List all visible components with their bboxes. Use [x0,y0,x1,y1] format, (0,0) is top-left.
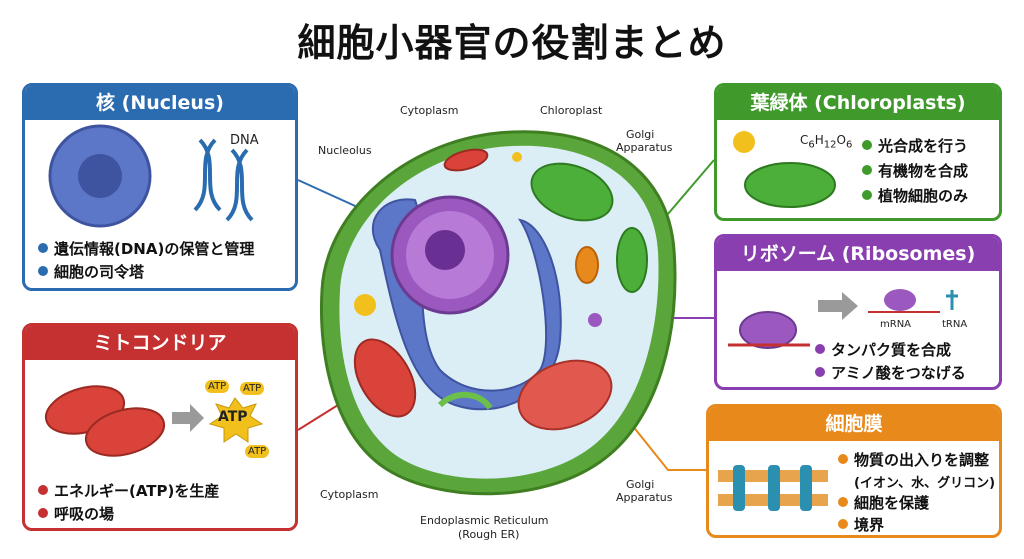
atp-small-label-2: ATP [240,382,265,395]
bullet-dot [38,266,48,276]
label-cytoplasm-top: Cytoplasm [400,104,459,117]
dna-label: DNA [230,133,259,148]
bullet-dot [862,190,872,200]
bullet-dot [838,454,848,464]
nucleus-bullet-1-text: 遺伝情報(DNA)の保管と管理 [54,240,255,258]
mitochondrion-left [353,338,417,418]
membrane-sub: (イオン、水、グリコン) [854,476,996,491]
golgi-apparatus [517,359,613,431]
chloroplasts-bullet-2: 有機物を合成 [862,160,968,181]
mitochondria-card-header: ミトコンドリア [25,326,295,360]
label-er-2: (Rough ER) [458,528,520,541]
ribosomes-bullet-2: アミノ酸をつなげる [815,362,966,383]
bullet-dot [838,519,848,529]
bullet-dot [862,140,872,150]
bullet-dot [815,344,825,354]
formula-o: O [836,133,846,147]
membrane-bullet-1: 物質の出入りを調整 [838,449,989,470]
membrane-bullet-3: 境界 [838,514,884,535]
page-title: 細胞小器官の役割まとめ [297,21,727,65]
atp-small-label-3: ATP [245,445,270,458]
bullet-dot [862,165,872,175]
chloroplasts-bullet-2-text: 有機物を合成 [878,162,969,180]
chloroplasts-bullet-1-text: 光合成を行う [878,137,969,155]
nucleus-card-header: 核 (Nucleus) [25,86,295,120]
formula-h-n: 12 [823,139,837,151]
nucleus-bullet-1: 遺伝情報(DNA)の保管と管理 [38,238,254,259]
nucleus-card: 核 (Nucleus) [22,83,298,291]
mitochondrion-top [443,148,489,172]
bullet-dot [838,497,848,507]
atp-big-label: ATP [218,409,248,425]
nucleolus [425,230,465,270]
smooth-er [437,391,493,410]
vesicle-orange [575,246,599,284]
label-chloroplast: Chloroplast [540,104,603,117]
mitochondria-bullet-2-text: 呼吸の場 [54,505,115,523]
chloroplasts-card-header: 葉緑体 (Chloroplasts) [717,86,999,120]
membrane-connector [627,419,710,471]
ribosomes-bullet-1: タンパク質を合成 [815,339,951,360]
ribosomes-card-header: リボソーム (Ribosomes) [717,237,999,271]
membrane-bullet-3-text: 境界 [854,516,885,534]
membrane-bullet-1-text: 物質の出入りを調整 [854,451,990,469]
vesicle-yellow-large [354,294,376,316]
ribosomes-bullet-1-text: タンパク質を合成 [831,341,952,359]
bullet-dot [38,485,48,495]
membrane-bullet-2: 細胞を保護 [838,492,929,513]
bullet-dot [815,367,825,377]
chloroplast-top [530,162,614,222]
chloroplasts-bullet-1: 光合成を行う [862,135,968,156]
mitochondria-bullet-1-text: エネルギー(ATP)を生産 [54,482,220,500]
label-nucleolus: Nucleolus [318,144,372,157]
mitochondria-bullet-1: エネルギー(ATP)を生産 [38,480,219,501]
mitochondria-bullet-2: 呼吸の場 [38,503,114,524]
label-golgi-top-2: Apparatus [616,141,673,154]
bullet-dot [38,243,48,253]
glucose-formula: C6H12O6 [800,134,852,151]
ribosome-cluster [588,313,602,327]
label-golgi-bottom-2: Apparatus [616,491,673,504]
chloroplasts-bullet-3-text: 植物細胞のみ [878,187,969,205]
chloroplasts-bullet-3: 植物細胞のみ [862,185,968,206]
nucleus-bullet-2-text: 細胞の司令塔 [54,263,145,281]
bullet-dot [38,508,48,518]
vesicle-yellow [512,152,522,162]
ribosomes-bullet-2-text: アミノ酸をつなげる [831,364,966,382]
label-golgi-bottom-1: Golgi [626,478,655,491]
trna-label: tRNA [942,319,968,330]
formula-h: H [814,133,824,147]
formula-c: C [800,133,809,147]
label-golgi-top-1: Golgi [626,128,655,141]
atp-small-label-1: ATP [205,380,230,393]
label-cytoplasm-bottom: Cytoplasm [320,488,379,501]
formula-c-n: 6 [808,139,815,151]
chloroplast-right [616,227,648,293]
membrane-bullet-2-text: 細胞を保護 [854,494,930,512]
nucleus-bullet-2: 細胞の司令塔 [38,261,144,282]
formula-o-n: 6 [845,139,853,151]
mrna-label: mRNA [880,319,912,330]
label-er-1: Endoplasmic Reticulum [420,514,549,527]
membrane-card-header: 細胞膜 [709,407,999,441]
